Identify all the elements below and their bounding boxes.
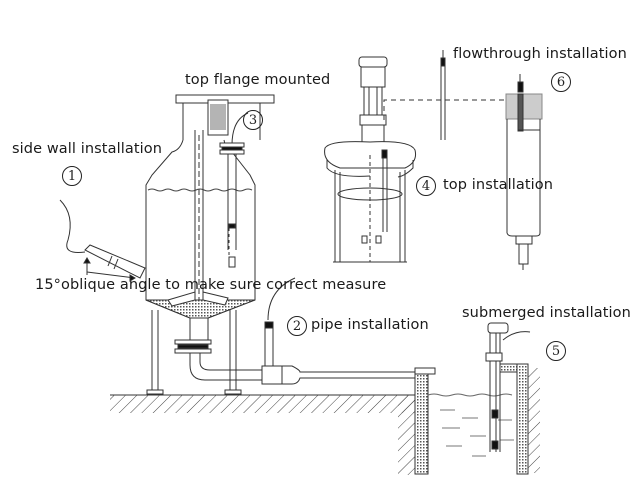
label-top-installation: top installation xyxy=(443,177,554,193)
marker-3: 3 xyxy=(243,110,263,130)
pipe xyxy=(189,353,421,385)
ground xyxy=(110,394,418,475)
marker-4: 4 xyxy=(416,176,436,196)
label-submerged-installation: submerged installation xyxy=(462,305,631,321)
marker-1: 1 xyxy=(62,166,82,186)
label-oblique-angle-note: 15°oblique angle to make sure correct me… xyxy=(35,277,387,293)
flange-sensor xyxy=(219,112,249,270)
tank xyxy=(145,94,275,395)
marker-6: 6 xyxy=(551,72,571,92)
reactor xyxy=(324,56,505,263)
pipe-sensor xyxy=(264,277,296,367)
label-flowthrough-installation: flowthrough installation xyxy=(453,46,627,62)
submerged-setup xyxy=(414,322,540,475)
label-side-wall-installation: side wall installation xyxy=(12,141,162,157)
label-top-flange-mounted: top flange mounted xyxy=(185,72,331,88)
marker-5: 5 xyxy=(546,341,566,361)
marker-2: 2 xyxy=(287,316,307,336)
side-wall-sensor xyxy=(59,199,146,282)
label-pipe-installation: pipe installation xyxy=(311,317,429,333)
flowthrough-cell xyxy=(505,74,543,270)
standalone-probe xyxy=(440,50,446,140)
